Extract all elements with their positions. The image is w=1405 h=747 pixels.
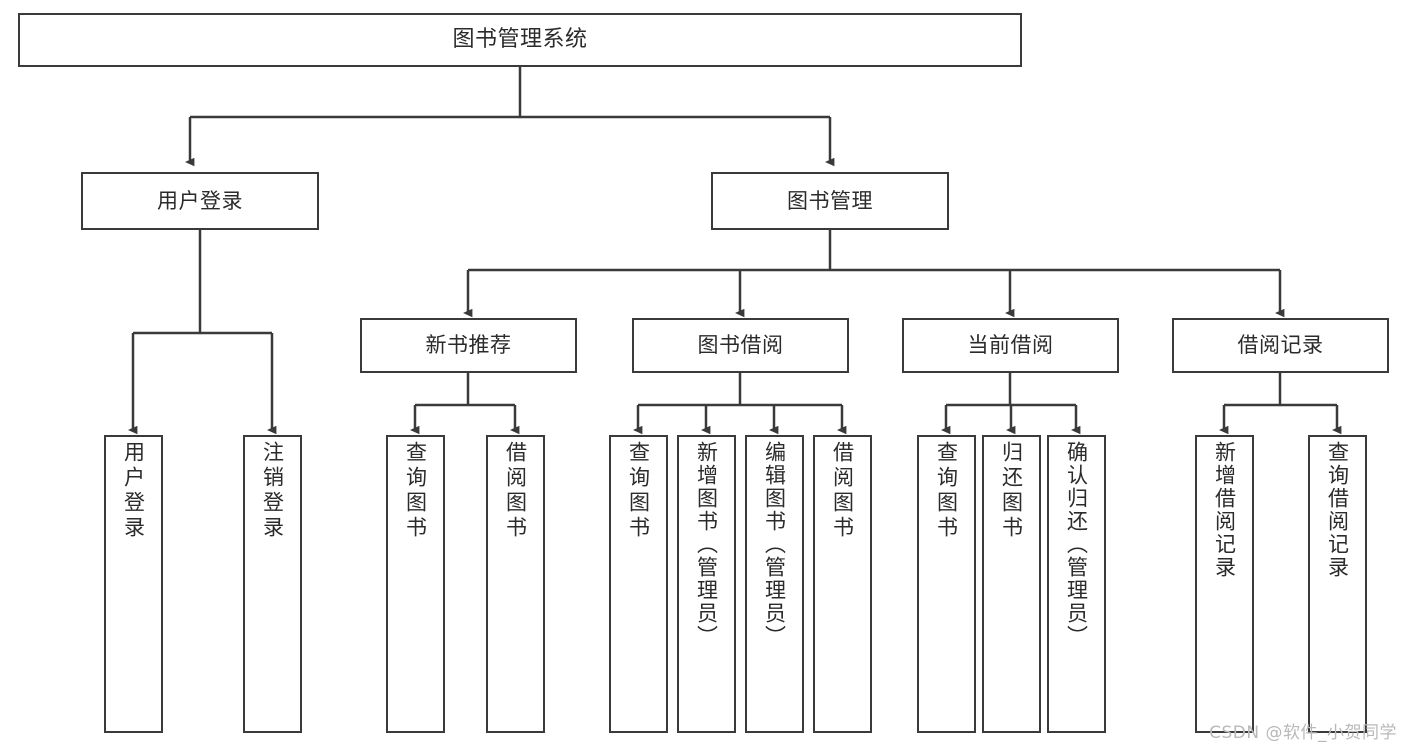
node-label: 借阅图书 xyxy=(503,441,528,541)
node-leaf-query-book-2[interactable]: 查询图书 xyxy=(609,435,668,733)
node-leaf-add-book[interactable]: 新增图书（管理员） xyxy=(677,435,736,733)
node-label: 编辑图书（管理员） xyxy=(762,441,787,648)
node-label: 图书借阅 xyxy=(697,333,784,358)
node-label: 新增借阅记录 xyxy=(1212,441,1237,579)
node-label: 图书管理系统 xyxy=(452,27,588,53)
node-label: 当前借阅 xyxy=(967,333,1054,358)
node-leaf-query-record[interactable]: 查询借阅记录 xyxy=(1308,435,1367,733)
node-leaf-user-logout[interactable]: 注销登录 xyxy=(243,435,302,733)
csdn-watermark: CSDN @软件_小贺同学 xyxy=(1209,723,1397,743)
node-user-login[interactable]: 用户登录 xyxy=(81,172,319,230)
node-label: 图书管理 xyxy=(787,188,873,213)
node-label: 查询借阅记录 xyxy=(1325,441,1350,579)
node-label: 确认归还（管理员） xyxy=(1064,441,1089,648)
node-leaf-borrow-book-1[interactable]: 借阅图书 xyxy=(486,435,545,733)
node-label: 查询图书 xyxy=(403,441,428,541)
node-leaf-query-book-3[interactable]: 查询图书 xyxy=(917,435,976,733)
node-label: 新增图书（管理员） xyxy=(694,441,719,648)
node-label: 借阅记录 xyxy=(1237,333,1324,358)
node-label: 新书推荐 xyxy=(425,333,512,358)
node-label: 用户登录 xyxy=(157,188,243,213)
node-label: 借阅图书 xyxy=(830,441,855,541)
node-book-borrow[interactable]: 图书借阅 xyxy=(632,318,849,373)
node-new-book-recommend[interactable]: 新书推荐 xyxy=(360,318,577,373)
node-book-manage[interactable]: 图书管理 xyxy=(711,172,949,230)
node-label: 查询图书 xyxy=(626,441,651,541)
node-label: 归还图书 xyxy=(999,441,1024,541)
node-leaf-add-record[interactable]: 新增借阅记录 xyxy=(1195,435,1254,733)
node-label: 用户登录 xyxy=(121,441,146,541)
node-borrow-record[interactable]: 借阅记录 xyxy=(1172,318,1389,373)
node-leaf-user-login[interactable]: 用户登录 xyxy=(104,435,163,733)
node-current-borrow[interactable]: 当前借阅 xyxy=(902,318,1119,373)
node-leaf-borrow-book-2[interactable]: 借阅图书 xyxy=(813,435,872,733)
node-label: 查询图书 xyxy=(934,441,959,541)
node-leaf-query-book-1[interactable]: 查询图书 xyxy=(386,435,445,733)
node-label: 注销登录 xyxy=(260,441,285,541)
node-leaf-return-book[interactable]: 归还图书 xyxy=(982,435,1041,733)
node-root-system[interactable]: 图书管理系统 xyxy=(18,13,1022,67)
node-leaf-confirm-return[interactable]: 确认归还（管理员） xyxy=(1047,435,1106,733)
node-leaf-edit-book[interactable]: 编辑图书（管理员） xyxy=(745,435,804,733)
